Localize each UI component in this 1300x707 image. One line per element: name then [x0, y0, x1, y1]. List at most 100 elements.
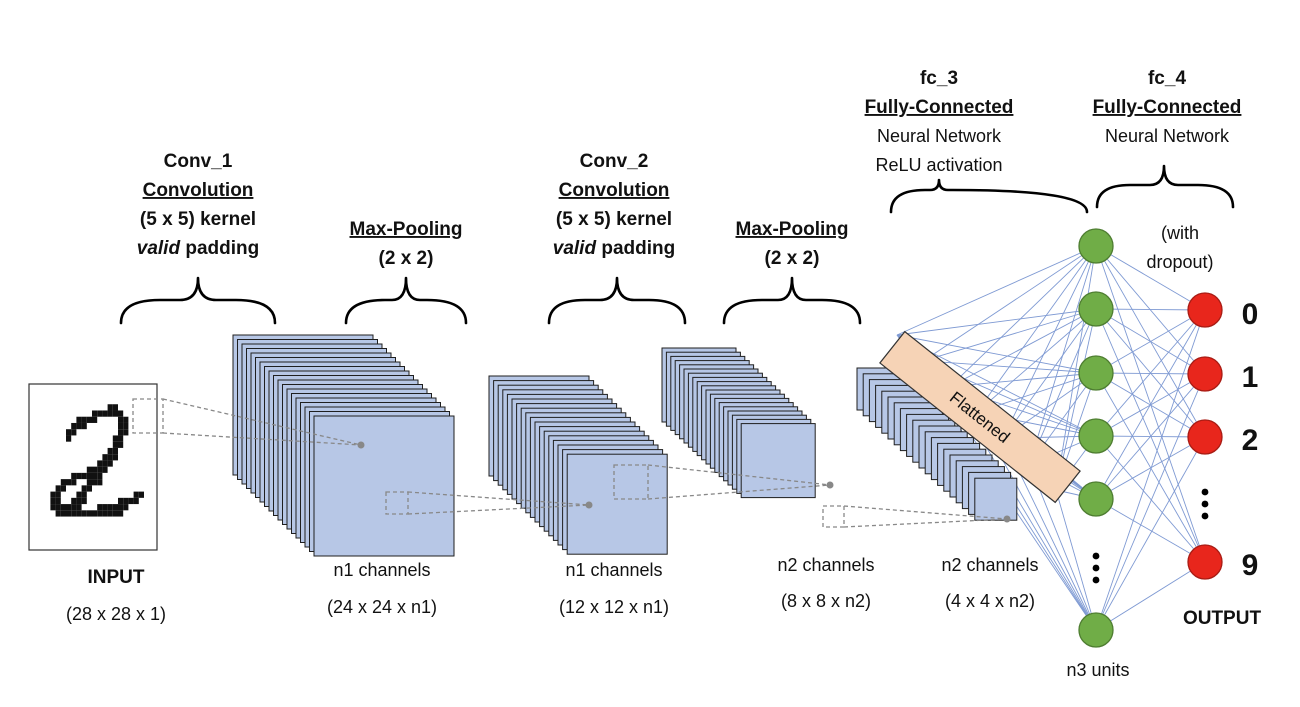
digit-pixel	[118, 416, 124, 423]
connection-fc3-to-fc4	[1095, 245, 1206, 311]
connection-flatten-to-fc3	[1055, 489, 1097, 631]
pooling-window-conv2	[822, 505, 845, 528]
output-digit-9: 9	[1242, 549, 1259, 582]
digit-pixel	[50, 491, 56, 498]
pool1-size: (2 x 2)	[379, 248, 434, 269]
conv1-name: Conv_1	[164, 151, 233, 172]
receptive-field-box-input	[132, 398, 164, 434]
digit-pixel	[71, 479, 77, 486]
digit-pixel	[81, 485, 87, 492]
digit-pixel	[81, 416, 87, 423]
pool1-channels: n1 channels	[565, 560, 662, 580]
digit-pixel	[81, 422, 87, 430]
pool1-feature-map	[566, 453, 668, 555]
digit-pixel	[60, 510, 66, 517]
pool1-brace	[344, 276, 468, 325]
conv2-channels: n2 channels	[777, 555, 874, 575]
conv2-feature-map	[740, 423, 816, 499]
digit-pixel	[60, 504, 66, 511]
digit-pixel	[86, 479, 92, 486]
hidden-unit	[1078, 481, 1114, 517]
digit-pixel	[60, 485, 66, 492]
digit-pixel	[128, 497, 134, 505]
digit-pixel	[97, 410, 103, 417]
conv1-kernel: (5 x 5) kernel	[140, 209, 256, 230]
digit-pixel	[112, 410, 118, 417]
connection-flatten-to-fc3	[976, 245, 1097, 413]
connection-fc3-to-fc4	[1095, 309, 1206, 374]
digit-pixel	[102, 466, 108, 473]
digit-pixel	[81, 491, 87, 498]
output-unit	[1187, 544, 1223, 580]
pool2-feature-maps	[856, 367, 1018, 521]
link-conv1-to-pool1-top	[407, 491, 590, 506]
pool1-unit-dot	[585, 501, 593, 509]
digit-pixel	[112, 447, 118, 455]
connection-fc3-to-fc4	[1095, 436, 1206, 631]
digit-pixel	[81, 472, 87, 480]
digit-pixel	[71, 472, 77, 480]
digit-pixel	[107, 410, 113, 417]
digit-pixel	[76, 422, 82, 430]
digit-pixel	[107, 404, 113, 411]
input-image	[28, 383, 164, 551]
digit-pixel	[102, 454, 108, 461]
fc3-hidden-units	[1078, 228, 1114, 648]
connection-fc3-to-fc4	[1095, 373, 1206, 500]
connection-fc3-to-fc4	[1095, 309, 1206, 437]
digit-pixel	[92, 510, 98, 517]
hidden-unit	[1078, 228, 1114, 264]
digit-pixel	[76, 504, 82, 511]
digit-pixel	[102, 510, 108, 517]
digit-pixel	[97, 504, 103, 511]
connection-flatten-to-fc3	[896, 245, 1097, 336]
handwritten-digit-image	[50, 404, 144, 517]
digit-pixel	[112, 510, 118, 517]
link-input-to-conv1-top	[162, 398, 362, 446]
digit-pixel	[107, 454, 113, 461]
hidden-units-ellipsis	[1092, 552, 1100, 584]
digit-pixel	[55, 510, 61, 517]
fc4-line1: Neural Network	[1105, 126, 1230, 146]
conv1-brace	[119, 276, 277, 325]
link-pool1-to-conv2-top	[647, 464, 831, 486]
connection-fc3-to-fc4	[1095, 308, 1206, 563]
conv2-feature-maps	[661, 347, 816, 499]
digit-pixel	[118, 497, 124, 505]
conv1-feature-map	[313, 415, 455, 557]
digit-pixel	[92, 479, 98, 486]
fc3-line2: ReLU activation	[875, 155, 1002, 175]
pool2-feature-map	[974, 477, 1018, 521]
digit-pixel	[97, 472, 103, 480]
fc3-type: Fully-Connected	[865, 97, 1014, 118]
digit-pixel	[97, 460, 103, 467]
conv1-padding-italic: valid	[137, 238, 181, 259]
pool1-type: Max-Pooling	[350, 219, 463, 240]
digit-pixel	[133, 491, 139, 498]
kernel-window-pool1	[613, 464, 649, 500]
digit-pixel	[55, 485, 61, 492]
connection-fc3-to-fc4	[1095, 498, 1206, 563]
link-input-to-conv1-bottom	[162, 432, 362, 446]
connection-fc3-to-fc4	[1095, 561, 1206, 631]
connection-flatten-to-fc3	[896, 308, 1097, 336]
conv1-type: Convolution	[143, 180, 254, 201]
conv1-padding-rest: padding	[180, 238, 259, 259]
dropout-note-line2: dropout)	[1146, 252, 1213, 272]
link-conv1-to-pool1-bottom	[407, 504, 590, 515]
digit-pixel	[118, 422, 124, 430]
output-unit	[1187, 356, 1223, 392]
dropout-note-line1: (with	[1161, 223, 1199, 243]
connection-flatten-to-fc3	[1029, 463, 1097, 631]
digit-pixel	[102, 460, 108, 467]
digit-pixel	[123, 422, 129, 430]
digit-pixel	[86, 485, 92, 492]
input-label: INPUT	[88, 567, 145, 588]
digit-pixel	[66, 510, 72, 517]
output-digit-2: 2	[1242, 424, 1259, 457]
connection-fc3-to-fc4	[1095, 373, 1206, 631]
digit-pixel	[92, 416, 98, 423]
connection-fc3-to-fc4	[1095, 309, 1206, 631]
conv2-type: Convolution	[559, 180, 670, 201]
